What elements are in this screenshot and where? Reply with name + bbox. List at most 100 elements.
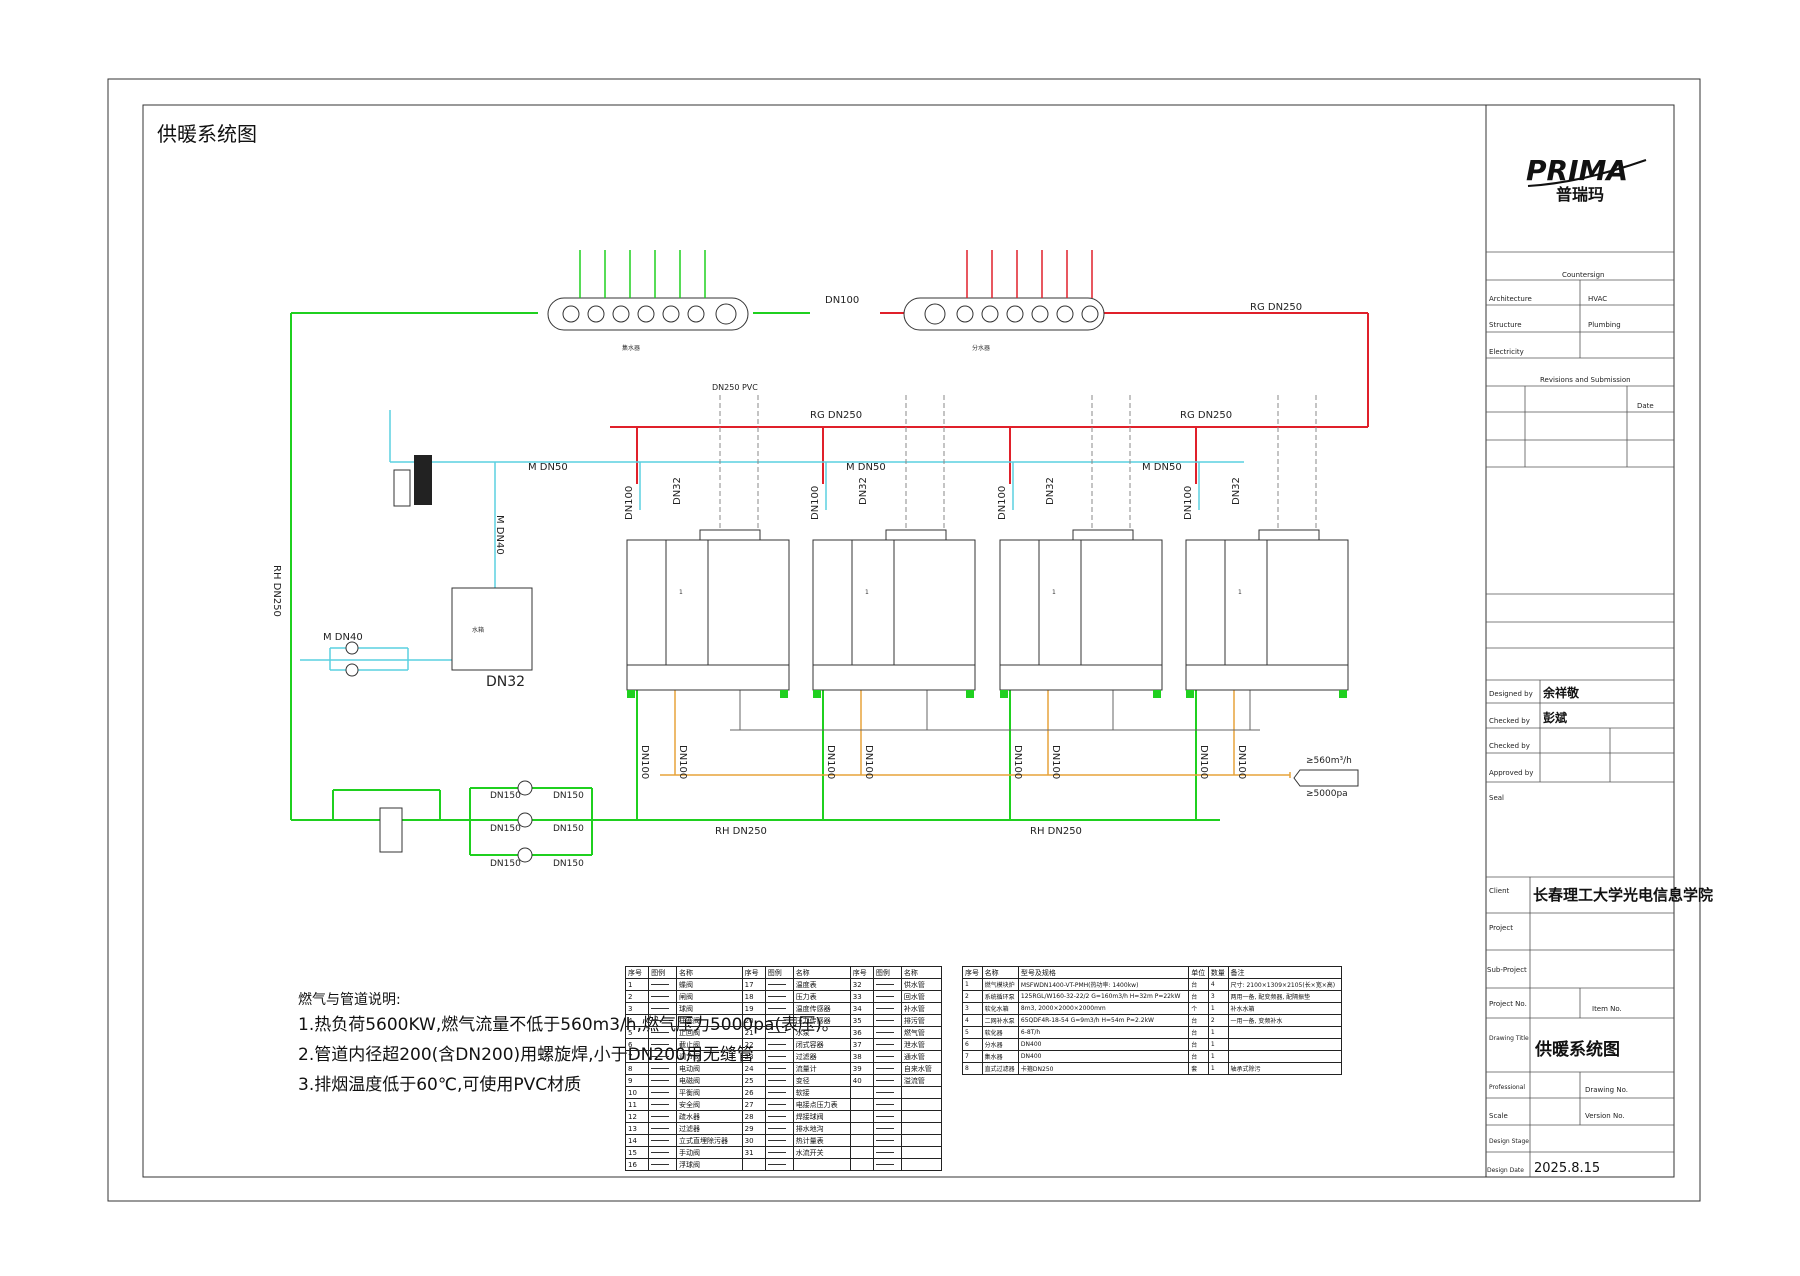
legend-cell: 23: [741, 1050, 766, 1063]
equipment-cell: 直式过滤器: [981, 1062, 1019, 1075]
equipment-cell: 两用一备, 配变频器, 配隔振垫: [1227, 990, 1343, 1003]
legend-cell: 5: [624, 1026, 650, 1039]
legend-cell: [849, 1110, 874, 1123]
legend-cell: 电接点压力表: [792, 1098, 851, 1111]
equipment-cell: 5: [962, 1026, 983, 1039]
equipment-cell: 软化器: [981, 1026, 1019, 1039]
equipment-cell: 1: [1207, 1050, 1229, 1063]
boiler-4-dn100-gas: DN100: [1236, 745, 1247, 779]
legend-symbol-cell: [764, 1002, 794, 1015]
boiler-4-dn100-top: DN100: [1183, 486, 1194, 520]
rh-vertical-label: RH DN250: [271, 565, 282, 617]
boiler-1-dn100-ret: DN100: [639, 745, 650, 779]
equipment-cell: 个: [1188, 1002, 1209, 1015]
legend-header-cell: 图例: [872, 966, 902, 979]
hvac-label: HVAC: [1588, 295, 1607, 303]
legend-symbol-cell: [872, 1146, 902, 1159]
legend-cell: 溢流管: [900, 1074, 943, 1087]
legend-cell: 供水管: [900, 978, 943, 991]
legend-cell: 过滤器: [792, 1050, 851, 1063]
equipment-cell: 3: [1207, 990, 1229, 1003]
legend-symbol-cell: [648, 1086, 678, 1099]
equipment-cell: 65QDF4R-18-54 G=9m3/h H=54m P=2.2kW: [1017, 1014, 1190, 1027]
boiler-2-dn100-gas: DN100: [863, 745, 874, 779]
legend-cell: 4: [624, 1014, 650, 1027]
scale-label: Scale: [1489, 1112, 1508, 1120]
equipment-header-cell: 名称: [981, 966, 1019, 979]
legend-cell: 排污管: [900, 1014, 943, 1027]
makeup-pipes: [300, 410, 1244, 671]
rh-label-1: RH DN250: [715, 826, 767, 837]
legend-symbol-cell: [764, 1134, 794, 1147]
legend-symbol-cell: [764, 1062, 794, 1075]
legend-cell: 9: [624, 1074, 650, 1087]
legend-cell: 8: [624, 1062, 650, 1075]
legend-cell: [849, 1122, 874, 1135]
equipment-cell: 套: [1188, 1062, 1209, 1075]
legend-symbol-cell: [872, 990, 902, 1003]
drain-pipes: [730, 682, 1260, 731]
collector-header: [547, 297, 749, 331]
equipment-cell: 卡箍DN250: [1017, 1062, 1190, 1075]
m-vertical-label: M DN40: [494, 515, 505, 555]
boiler-1-dn100-top: DN100: [624, 486, 635, 520]
dn32-tank-label: DN32: [486, 674, 525, 690]
equipment-cell: 4: [962, 1014, 983, 1027]
m-dn40-label: M DN40: [323, 632, 363, 643]
legend-cell: 17: [741, 978, 766, 991]
legend-cell: 手动阀: [676, 1146, 743, 1159]
legend-symbol-cell: [872, 1038, 902, 1051]
legend-symbol-cell: [764, 1158, 794, 1171]
boiler-3-dn100-gas: DN100: [1050, 745, 1061, 779]
boiler-3: [999, 529, 1163, 698]
m-label-1: M DN50: [528, 462, 568, 473]
boiler-units: [626, 529, 1349, 698]
equipment-cell: 台: [1188, 1050, 1209, 1063]
legend-cell: 止回阀: [676, 1026, 743, 1039]
boiler-2-no: 1: [865, 589, 869, 596]
legend-cell: 7: [624, 1050, 650, 1063]
equipment-cell: 6-8T/h: [1017, 1026, 1190, 1039]
rg-main-label: RG DN250: [1250, 302, 1302, 313]
equipment-cell: DN400: [1017, 1038, 1190, 1051]
equipment-cell: [1227, 1038, 1343, 1051]
legend-cell: 15: [624, 1146, 650, 1159]
equipment-cell: 台: [1188, 990, 1209, 1003]
version-no-label: Version No.: [1585, 1112, 1625, 1120]
legend-cell: 补水管: [900, 1002, 943, 1015]
legend-cell: 24: [741, 1062, 766, 1075]
equipment-cell: 二网补水泵: [981, 1014, 1019, 1027]
m-label-2: M DN50: [846, 462, 886, 473]
professional-label: Professional: [1489, 1084, 1525, 1091]
legend-symbol-cell: [764, 1098, 794, 1111]
pump-dn150-5: DN150: [490, 859, 521, 869]
filter: [379, 807, 403, 853]
legend-cell: 21: [741, 1026, 766, 1039]
checked-by-2-label: Checked by: [1489, 742, 1530, 750]
legend-cell: 13: [624, 1122, 650, 1135]
legend-cell: [900, 1122, 943, 1135]
legend-cell: 电磁阀: [676, 1074, 743, 1087]
legend-cell: 截止阀: [676, 1038, 743, 1051]
collector-branches: [579, 250, 706, 298]
design-stage-label: Design Stage: [1489, 1138, 1529, 1145]
legend-cell: 20: [741, 1014, 766, 1027]
legend-header-cell: 序号: [741, 966, 766, 979]
equipment-cell: 系统循环泵: [981, 990, 1019, 1003]
equipment-cell: 2: [1207, 1014, 1229, 1027]
equipment-cell: 7: [962, 1050, 983, 1063]
legend-symbol-cell: [764, 1122, 794, 1135]
date-label: Date: [1637, 402, 1654, 410]
water-tank: [451, 587, 533, 671]
boiler-2-dn32: DN32: [858, 477, 869, 505]
legend-cell: 22: [741, 1038, 766, 1051]
boiler-4-no: 1: [1238, 589, 1242, 596]
equipment-cell: [1227, 1026, 1343, 1039]
